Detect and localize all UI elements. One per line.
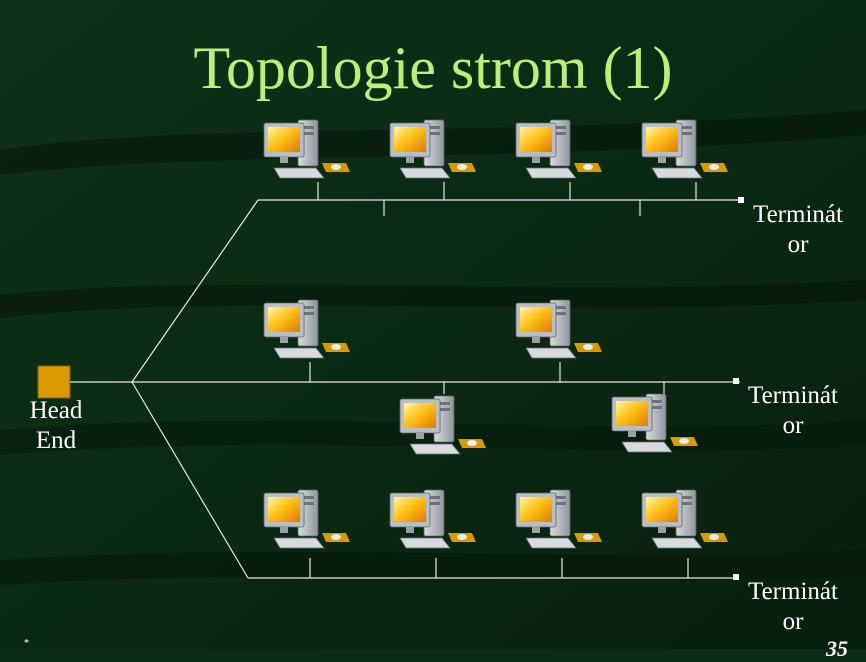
terminator-text: Terminát or: [748, 578, 838, 635]
lower-branch: [131, 381, 249, 579]
computer-icon: [399, 395, 487, 455]
terminator-label: Terminát or: [738, 577, 848, 637]
computer-icon: [389, 489, 477, 549]
head-end-text: Head End: [29, 397, 83, 454]
terminator-text: Terminát or: [748, 382, 838, 439]
footer-mark: *: [24, 638, 29, 649]
computer-icon: [641, 119, 729, 179]
upper-branch: [131, 199, 259, 383]
slide-title: Topologie strom (1): [193, 35, 673, 101]
head-end-box: [37, 365, 71, 399]
computer-icon: [611, 393, 699, 453]
terminator-label: Terminát or: [743, 200, 853, 260]
terminator-text: Terminát or: [753, 201, 843, 258]
slide-number: 35: [826, 636, 848, 661]
computer-icon: [515, 119, 603, 179]
terminator-marker: [738, 197, 744, 203]
computer-icon: [515, 489, 603, 549]
terminator-label: Terminát or: [738, 381, 848, 441]
terminator-marker: [733, 378, 739, 384]
computer-icon: [263, 119, 351, 179]
computer-icon: [389, 119, 477, 179]
computer-icon: [515, 299, 603, 359]
computer-icon: [263, 489, 351, 549]
computer-icon: [641, 489, 729, 549]
computer-icon: [263, 299, 351, 359]
head-end-label: Head End: [18, 396, 94, 456]
terminator-marker: [733, 574, 739, 580]
